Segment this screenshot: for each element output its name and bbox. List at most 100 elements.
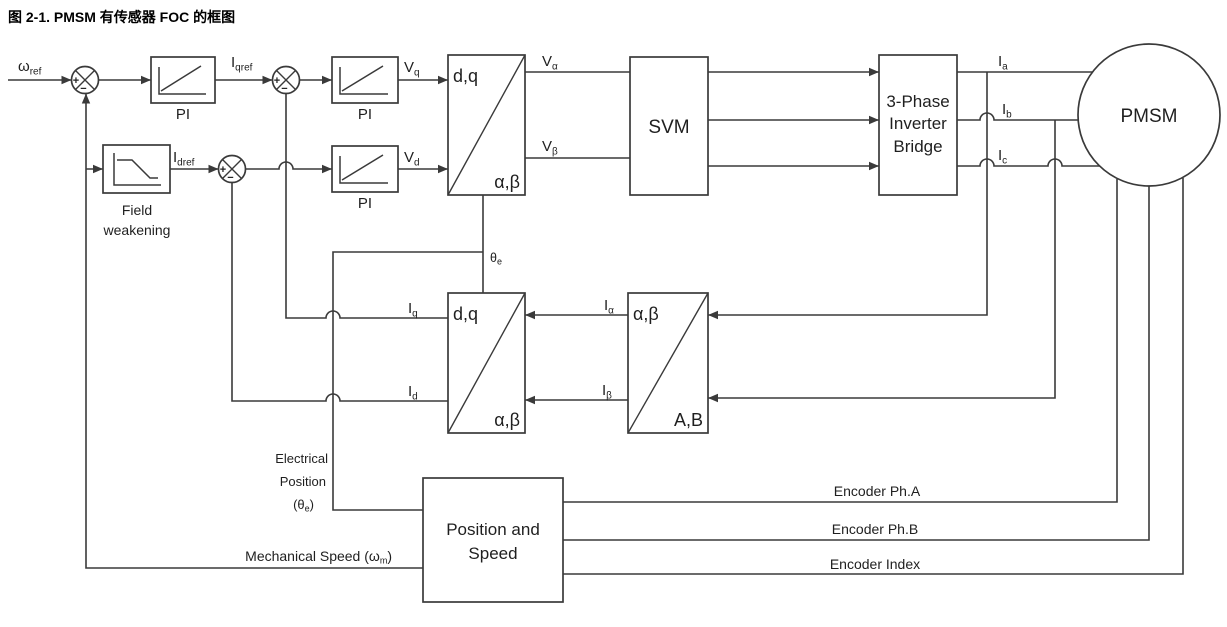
arrow-into-pi-speed bbox=[141, 75, 151, 85]
inverter-label-3: Bridge bbox=[893, 137, 942, 156]
pi-q-current-block: PI bbox=[331, 56, 399, 123]
sj2-minus-sign: − bbox=[281, 83, 287, 95]
arrow-vd-into-inverse-park bbox=[438, 164, 448, 174]
annotation-labels: Electrical Position (θe) Mechanical Spee… bbox=[245, 451, 921, 572]
sj3-plus-sign: + bbox=[220, 164, 226, 176]
clarke-block: α,β A,B bbox=[627, 292, 709, 434]
summing-junction-speed: + − bbox=[70, 65, 100, 95]
arrow-into-clarke-1 bbox=[708, 310, 718, 320]
wire-id-feedback bbox=[231, 182, 448, 402]
wire-iq-feedback bbox=[285, 93, 448, 319]
position-speed-label-1: Position and bbox=[446, 520, 540, 539]
wire-ib-tap-to-clarke bbox=[708, 120, 1056, 399]
pmsm-motor: PMSM bbox=[1077, 43, 1221, 187]
ia-label: Ia bbox=[998, 53, 1008, 73]
ic-label: Ic bbox=[998, 147, 1007, 167]
inverse-park-block: d,q α,β bbox=[447, 54, 526, 196]
wire-ia-tap-to-clarke bbox=[708, 72, 988, 316]
inverse-park-ab-label: α,β bbox=[494, 172, 520, 192]
transform-diagonal bbox=[627, 292, 709, 434]
electrical-position-label-3: (θe) bbox=[293, 497, 314, 514]
pi-speed-block: PI bbox=[150, 56, 216, 123]
idref-label: Idref bbox=[173, 149, 195, 169]
encoder-pha-label: Encoder Ph.A bbox=[834, 483, 921, 499]
park-dq-label: d,q bbox=[453, 304, 478, 324]
pi-d-label: PI bbox=[358, 195, 372, 212]
field-weakening-label-1: Field bbox=[122, 202, 152, 218]
svm-block: SVM bbox=[629, 56, 709, 196]
inverse-park-dq-label: d,q bbox=[453, 66, 478, 86]
ialpha-label: Iα bbox=[604, 297, 614, 317]
wire-mechanical-speed-feedback bbox=[85, 93, 423, 569]
sj3-minus-sign: − bbox=[227, 172, 233, 184]
transform-diagonal bbox=[447, 292, 526, 434]
arrow-into-inverter-1 bbox=[869, 67, 879, 77]
arrow-ialpha-into-park bbox=[525, 310, 535, 320]
arrowheads bbox=[61, 67, 879, 405]
arrow-speed-feedback-into-sj1 bbox=[81, 93, 91, 104]
pi-curve-icon bbox=[339, 154, 388, 184]
arrow-into-pi-q bbox=[322, 75, 332, 85]
field-weakening-block: Field weakening bbox=[102, 144, 171, 238]
pmsm-label: PMSM bbox=[1121, 106, 1178, 127]
pi-curve-icon bbox=[158, 65, 206, 95]
clarke-ab-label: α,β bbox=[633, 304, 659, 324]
inverter-bridge-block: 3-Phase Inverter Bridge bbox=[878, 54, 958, 196]
ibeta-label: Iβ bbox=[602, 382, 612, 402]
wire-sj3-to-pi-d bbox=[245, 161, 332, 170]
arrow-into-sj3 bbox=[208, 164, 219, 174]
vbeta-label: Vβ bbox=[542, 138, 558, 158]
arrow-into-sj2 bbox=[262, 75, 273, 85]
omega-ref-label: ωref bbox=[18, 58, 42, 78]
arrow-into-pi-d bbox=[322, 164, 332, 174]
summing-junction-d: + − bbox=[217, 154, 247, 184]
sj1-plus-sign: + bbox=[73, 75, 79, 87]
wires bbox=[8, 71, 1184, 575]
arrow-into-inverter-3 bbox=[869, 161, 879, 171]
inverter-label-1: 3-Phase bbox=[886, 92, 949, 111]
wire-ic bbox=[957, 158, 1100, 167]
arrow-ibeta-into-park bbox=[525, 395, 535, 405]
iq-label: Iq bbox=[408, 300, 418, 320]
wire-encoder-a bbox=[563, 179, 1118, 503]
electrical-position-label-1: Electrical bbox=[275, 451, 328, 466]
pi-d-current-block: PI bbox=[331, 145, 399, 212]
arrow-into-fw bbox=[93, 164, 103, 174]
id-label: Id bbox=[408, 383, 418, 403]
field-weakening-curve-icon bbox=[113, 153, 161, 186]
arrow-omega-ref bbox=[61, 75, 72, 85]
position-speed-block: Position and Speed bbox=[422, 477, 564, 603]
position-speed-label-2: Speed bbox=[468, 544, 517, 563]
encoder-phb-label: Encoder Ph.B bbox=[832, 521, 918, 537]
sj2-plus-sign: + bbox=[274, 75, 280, 87]
mechanical-speed-label: Mechanical Speed (ωm) bbox=[245, 548, 392, 566]
field-weakening-label-2: weakening bbox=[103, 222, 171, 238]
wire-ib bbox=[957, 112, 1078, 121]
figure-title: 图 2-1. PMSM 有传感器 FOC 的框图 bbox=[8, 9, 235, 25]
pi-speed-label: PI bbox=[176, 106, 190, 123]
clarke-AB-label: A,B bbox=[674, 410, 703, 430]
pi-curve-icon bbox=[339, 65, 388, 95]
sj1-minus-sign: − bbox=[80, 83, 86, 95]
arrow-vq-into-inverse-park bbox=[438, 75, 448, 85]
iqref-label: Iqref bbox=[231, 54, 253, 74]
wire-encoder-index bbox=[563, 178, 1184, 575]
transform-diagonal bbox=[447, 54, 526, 196]
summing-junction-q: + − bbox=[271, 65, 301, 95]
wire-theta-e-to-position-speed bbox=[332, 251, 483, 511]
pi-q-label: PI bbox=[358, 106, 372, 123]
arrow-into-clarke-2 bbox=[708, 393, 718, 403]
ib-label: Ib bbox=[1002, 101, 1012, 121]
arrow-into-inverter-2 bbox=[869, 115, 879, 125]
vd-label: Vd bbox=[404, 149, 420, 169]
electrical-position-label-2: Position bbox=[280, 474, 326, 489]
signal-labels: ωref Iqref Idref Vq Vd Vα Vβ Ia Ib Ic Iα… bbox=[18, 53, 1012, 403]
svm-label: SVM bbox=[648, 117, 689, 138]
park-ab-label: α,β bbox=[494, 410, 520, 430]
theta-e-label: θe bbox=[490, 251, 502, 267]
wire-encoder-b bbox=[563, 186, 1150, 541]
valpha-label: Vα bbox=[542, 53, 558, 73]
encoder-index-label: Encoder Index bbox=[830, 556, 920, 572]
